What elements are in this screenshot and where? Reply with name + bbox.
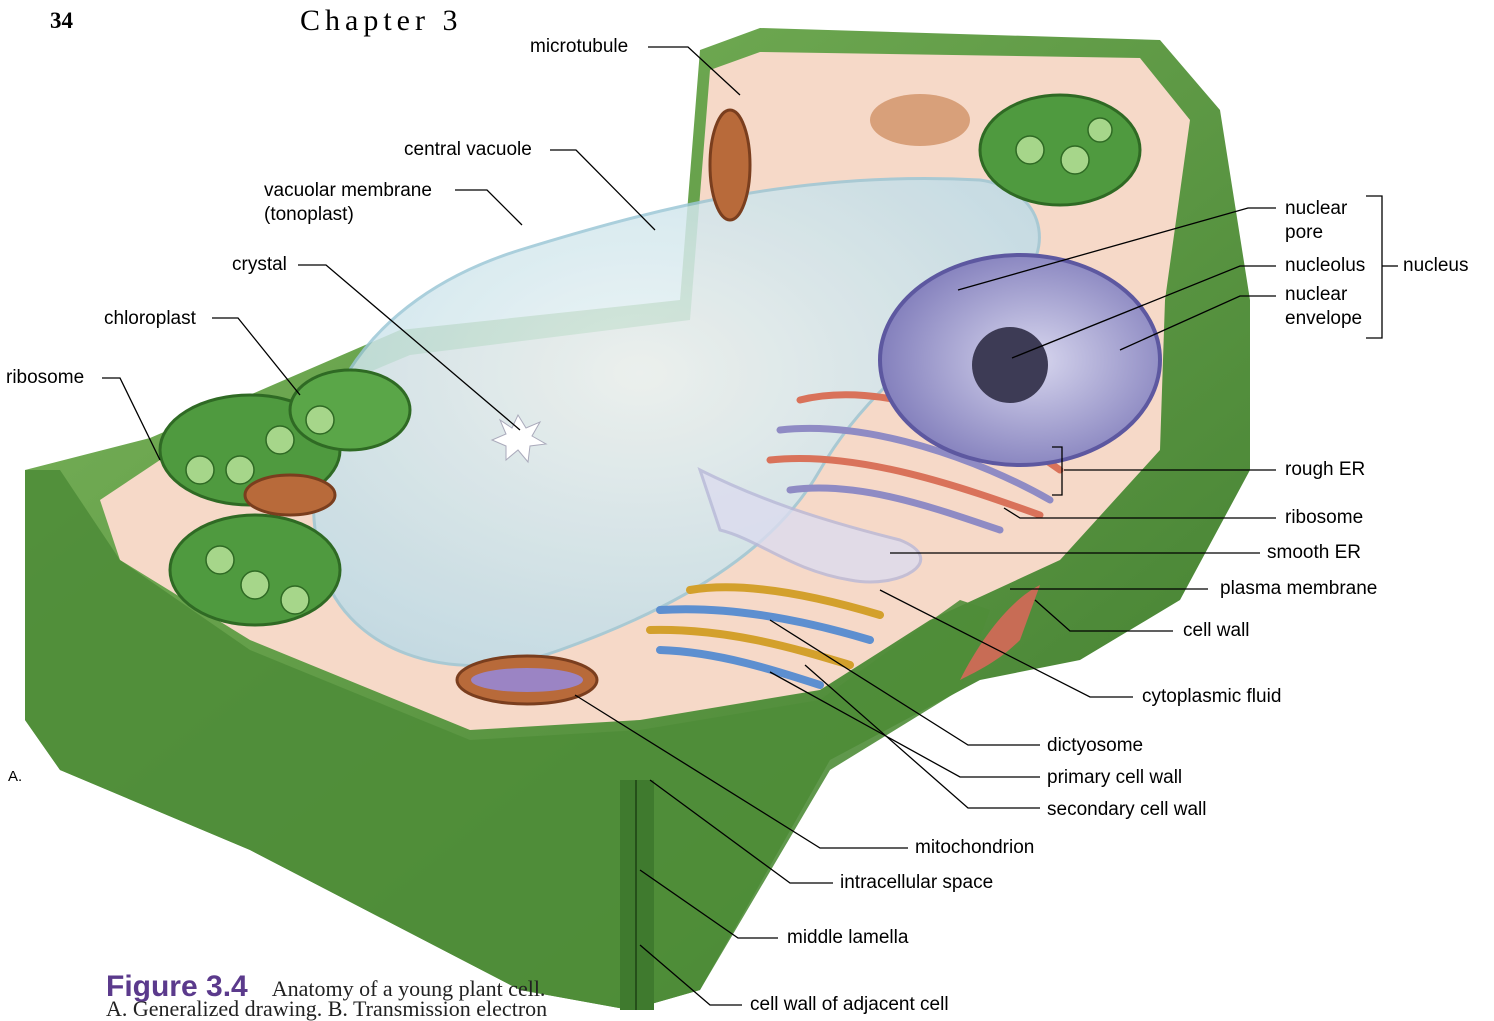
mitochondrion-shape-3 [710, 110, 750, 220]
chapter-title: Chapter 3 [300, 4, 462, 38]
label-cytoplasmic-fluid: cytoplasmic fluid [1142, 685, 1281, 709]
label-plasma-membrane: plasma membrane [1220, 577, 1377, 601]
label-ribosome-left: ribosome [6, 366, 84, 390]
label-intracellular-space: intracellular space [840, 871, 993, 895]
nucleolus-shape [972, 327, 1048, 403]
label-nuclear-pore-line1: nuclear [1285, 197, 1347, 221]
label-crystal: crystal [232, 253, 287, 277]
page-number: 34 [50, 8, 73, 34]
label-nucleolus: nucleolus [1285, 254, 1365, 278]
label-secondary-cell-wall: secondary cell wall [1047, 798, 1206, 822]
label-nuclear-envelope-line1: nuclear [1285, 283, 1347, 307]
label-rough-er: rough ER [1285, 458, 1365, 482]
label-nuclear-envelope-line2: envelope [1285, 307, 1362, 331]
label-mitochondrion: mitochondrion [915, 836, 1034, 860]
label-dictyosome: dictyosome [1047, 734, 1143, 758]
label-vacuolar-membrane: vacuolar membrane [264, 179, 432, 203]
label-cell-wall: cell wall [1183, 619, 1250, 643]
label-nucleus: nucleus [1403, 254, 1469, 278]
label-primary-cell-wall: primary cell wall [1047, 766, 1182, 790]
label-ribosome-right: ribosome [1285, 506, 1363, 530]
label-central-vacuole: central vacuole [404, 138, 532, 162]
label-middle-lamella: middle lamella [787, 926, 908, 950]
label-cell-wall-adjacent: cell wall of adjacent cell [750, 993, 949, 1017]
label-nuclear-pore-line2: pore [1285, 221, 1323, 245]
label-chloroplast: chloroplast [104, 307, 196, 331]
chloroplast-shape-2 [170, 515, 340, 625]
caption-line2: A. Generalized drawing. B. Transmission … [106, 999, 706, 1019]
label-smooth-er: smooth ER [1267, 541, 1361, 565]
panel-label: A. [8, 768, 22, 785]
chloroplast-shape-3 [980, 95, 1140, 205]
label-tonoplast: (tonoplast) [264, 203, 354, 227]
mitochondrion-shape-2 [245, 475, 335, 515]
nucleus-bracket [1366, 196, 1382, 338]
amyloplast-shape [870, 94, 970, 146]
label-microtubule: microtubule [530, 35, 628, 59]
